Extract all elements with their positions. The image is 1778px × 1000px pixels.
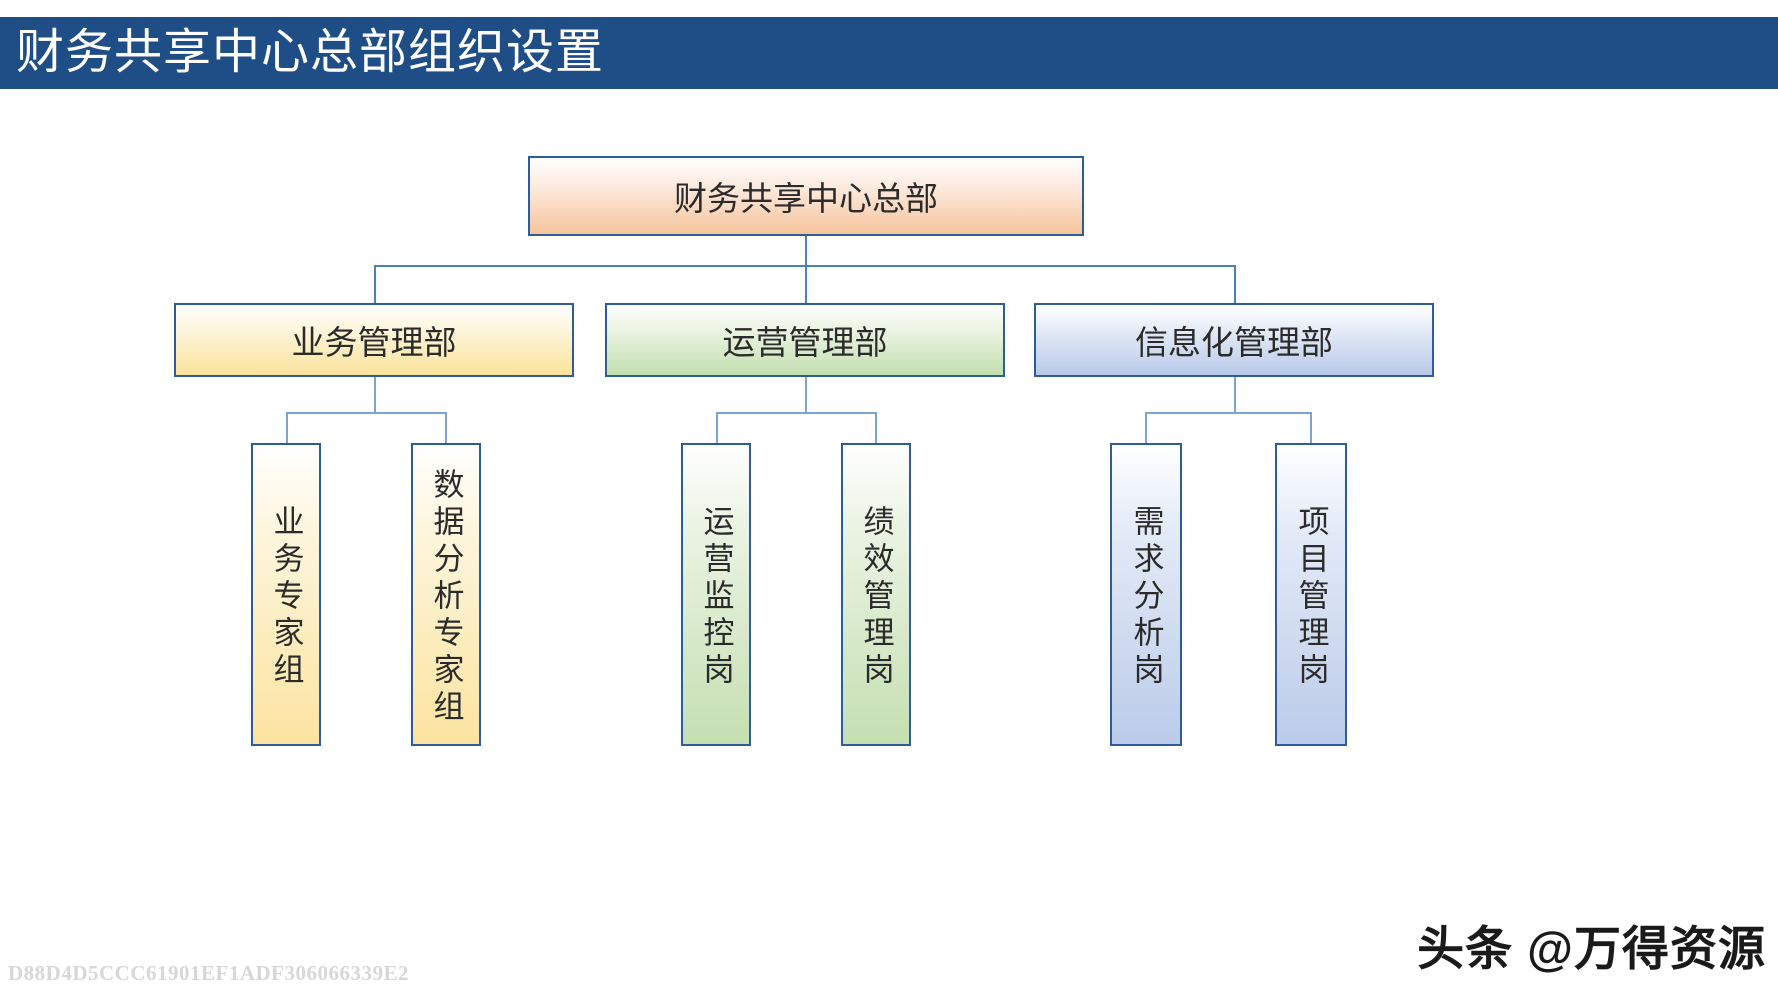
page-title: 财务共享中心总部组织设置: [16, 26, 605, 79]
org-node-position-2-0[interactable]: 需求分析岗: [1110, 443, 1182, 746]
org-node-position-2-1-label: 项目管理岗: [1293, 505, 1329, 690]
org-node-position-2-0-label: 需求分析岗: [1128, 505, 1164, 690]
connector-drop-dept-3: [1234, 265, 1236, 303]
org-node-position-0-0-label: 业务专家组: [268, 505, 304, 690]
org-node-position-1-1-label: 绩效管理岗: [858, 505, 894, 690]
connector-dept1-drop-0: [716, 412, 718, 444]
org-node-root-label: 财务共享中心总部: [674, 180, 938, 217]
org-node-root[interactable]: 财务共享中心总部: [528, 156, 1084, 236]
connector-drop-dept-1: [374, 265, 376, 303]
connector-drop-dept-2: [805, 265, 807, 303]
connector-dept1-bus: [716, 412, 876, 414]
org-node-department-0[interactable]: 业务管理部: [174, 303, 574, 377]
org-node-position-1-0[interactable]: 运营监控岗: [681, 443, 751, 746]
org-node-department-0-label: 业务管理部: [291, 324, 457, 361]
connector-dept1-drop-1: [875, 412, 877, 444]
org-node-department-2[interactable]: 信息化管理部: [1034, 303, 1434, 377]
connector-dept1-trunk: [805, 377, 807, 413]
org-node-department-1-label: 运营管理部: [722, 324, 888, 361]
connector-dept2-bus: [1145, 412, 1311, 414]
org-node-position-0-1-label: 数据分析专家组: [428, 468, 464, 727]
org-node-position-0-0[interactable]: 业务专家组: [251, 443, 321, 746]
org-node-department-2-label: 信息化管理部: [1135, 324, 1333, 361]
connector-dept2-trunk: [1234, 377, 1236, 413]
hash-watermark: D88D4D5CCC61901EF1ADF306066339E2: [8, 961, 409, 985]
connector-dept0-drop-0: [286, 412, 288, 444]
connector-root-trunk: [805, 236, 807, 266]
title-banner: 财务共享中心总部组织设置: [0, 17, 1778, 89]
org-node-position-0-1[interactable]: 数据分析专家组: [411, 443, 481, 746]
connector-dept0-drop-1: [445, 412, 447, 444]
org-node-position-1-0-label: 运营监控岗: [698, 505, 734, 690]
connector-dept2-drop-1: [1310, 412, 1312, 444]
org-node-department-1[interactable]: 运营管理部: [605, 303, 1005, 377]
connector-dept0-bus: [286, 412, 446, 414]
org-node-position-1-1[interactable]: 绩效管理岗: [841, 443, 911, 746]
org-node-position-2-1[interactable]: 项目管理岗: [1275, 443, 1347, 746]
connector-dept2-drop-0: [1145, 412, 1147, 444]
connector-dept0-trunk: [374, 377, 376, 413]
